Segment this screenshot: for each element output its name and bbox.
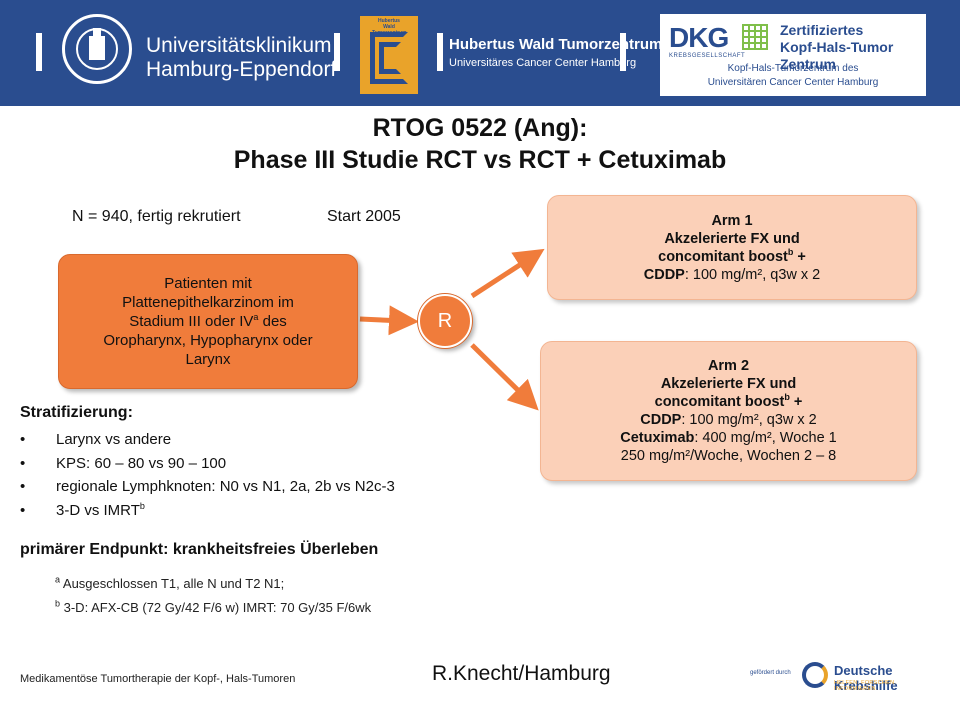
dkg-logo-sub: KREBSGESELLSCHAFT: [669, 53, 746, 59]
study-start: Start 2005: [327, 208, 401, 225]
stratification-footnote-b: b: [139, 500, 145, 511]
header-divider: [36, 33, 42, 71]
sponsor-tagline: HELFEN. FORSCHEN. INFORMIEREN.: [834, 680, 897, 692]
footnote-a: a Ausgeschlossen T1, alle N und T2 N1;: [55, 574, 285, 591]
arm2-line3: concomitant boostb +: [549, 393, 908, 411]
enrollment-count: N = 940, fertig rekrutiert: [72, 208, 241, 225]
dkg-cert-line1: Zertifiziertes: [780, 22, 864, 38]
arm1-line2: Akzelerierte FX und: [664, 230, 800, 247]
dkg-foot-line2: Universitären Cancer Center Hamburg: [707, 77, 879, 88]
list-item: regionale Lymphknoten: N0 vs N1, 2a, 2b …: [20, 475, 395, 499]
university-name-line1: Universitätsklinikum: [146, 34, 332, 57]
stratification-item-text: Larynx vs andere: [56, 431, 172, 448]
university-name: Universitätsklinikum Hamburg-Eppendorf: [146, 34, 336, 82]
tumorzentrum-subtitle: Universitäres Cancer Center Hamburg: [449, 57, 637, 69]
stratification-item-text: regionale Lymphknoten: N0 vs N1, 2a, 2b …: [56, 478, 395, 495]
tumorzentrum-name: Hubertus Wald Tumorzentrum Universitäres…: [449, 35, 662, 73]
footer-course-title: Medikamentöse Tumortherapie der Kopf-, H…: [20, 673, 296, 685]
header-divider: [620, 33, 626, 71]
arm2-footnote-b: b: [784, 392, 790, 403]
slide-title-line2: Phase III Studie RCT vs RCT + Cetuximab: [233, 146, 727, 174]
dkg-cert-line2: Kopf-Hals-Tumor Zentrum: [780, 39, 894, 72]
university-seal-icon: [62, 14, 132, 84]
patients-line3-tail: des: [258, 313, 287, 330]
dkg-cert-text: Zertifiziertes Kopf-Hals-Tumor Zentrum: [780, 22, 926, 73]
footnote-b-text: 3-D: AFX-CB (72 Gy/42 F/6 w) IMRT: 70 Gy…: [60, 600, 372, 615]
header-divider: [437, 33, 443, 71]
patients-line1: Patienten mit: [164, 275, 252, 292]
randomization-node: R: [418, 294, 472, 348]
patients-line5: Larynx: [185, 351, 231, 368]
sponsor-name: Deutsche Krebshilfe: [834, 663, 898, 693]
arm2-line5: Cetuximab: 400 mg/m², Woche 1: [549, 429, 908, 447]
tumorzentrum-logo-icon: Hubertus Wald Tumorzentrum: [360, 16, 418, 94]
dkg-grid-icon: [742, 24, 768, 50]
slide-title: RTOG 0522 (Ang): Phase III Studie RCT vs…: [0, 112, 960, 176]
dkg-logo-mark: DKG: [669, 22, 729, 53]
arrow-to-randomization: [359, 305, 419, 336]
footnote-a-mark: a: [55, 574, 61, 585]
patients-footnote-a: a: [253, 312, 259, 322]
list-item: KPS: 60 – 80 vs 90 – 100: [20, 452, 395, 476]
arm1-box: Arm 1 Akzelerierte FX und concomitant bo…: [547, 195, 917, 300]
arm2-title: Arm 2: [707, 358, 750, 374]
arm1-footnote-b: b: [787, 246, 794, 257]
patients-line2: Plattenepithelkarzinom im: [122, 294, 294, 311]
patients-line3: Stadium III oder IVa des: [67, 312, 349, 331]
primary-endpoint: primärer Endpunkt: krankheitsfreies Über…: [20, 541, 379, 558]
slide-title-line1: RTOG 0522 (Ang):: [372, 114, 588, 142]
arm2-line3-tail: +: [789, 394, 803, 410]
patients-line4: Oropharynx, Hypopharynx oder: [103, 332, 313, 349]
tumorzentrum-title: Hubertus Wald Tumorzentrum: [449, 36, 663, 53]
arm1-dose: : 100 mg/m², q3w x 2: [684, 266, 821, 283]
arm2-dose2: : 400 mg/m², Woche 1: [694, 430, 837, 446]
arm2-line6: 250 mg/m²/Woche, Wochen 2 – 8: [620, 448, 837, 464]
arm2-dose1: : 100 mg/m², q3w x 2: [681, 412, 817, 428]
footnote-b: b 3-D: AFX-CB (72 Gy/42 F/6 w) IMRT: 70 …: [55, 598, 372, 615]
arrow-to-arm1: [470, 248, 545, 299]
patients-box: Patienten mit Plattenepithelkarzinom im …: [58, 254, 358, 389]
arm2-line2: Akzelerierte FX und: [660, 376, 797, 392]
footnote-a-text: Ausgeschlossen T1, alle N und T2 N1;: [60, 576, 285, 591]
arm2-drug1: CDDP: [640, 412, 682, 428]
arm1-title: Arm 1: [711, 212, 753, 229]
arm1-drug: CDDP: [643, 266, 685, 283]
stratification-heading: Stratifizierung:: [20, 404, 133, 421]
dkg-certificate: DKG KREBSGESELLSCHAFT Zertifiziertes Kop…: [660, 14, 926, 96]
arm1-line3: concomitant boostb +: [556, 246, 908, 266]
arm1-line3-text: concomitant boost: [658, 248, 788, 265]
footer-author: R.Knecht/Hamburg: [432, 662, 611, 685]
arm1-line4: CDDP: 100 mg/m², q3w x 2: [556, 266, 908, 284]
university-name-line2: Hamburg-Eppendorf: [146, 58, 337, 81]
list-item: Larynx vs andere: [20, 428, 395, 452]
arrow-to-arm2: [470, 343, 539, 411]
list-item: 3-D vs IMRTb: [20, 499, 395, 523]
footnote-b-mark: b: [55, 598, 61, 609]
stratification-item-text: KPS: 60 – 80 vs 90 – 100: [56, 454, 227, 472]
arm2-line4: CDDP: 100 mg/m², q3w x 2: [549, 411, 908, 429]
patients-line3-text: Stadium III oder IV: [129, 313, 254, 330]
stratification-list: Larynx vs andere KPS: 60 – 80 vs 90 – 10…: [20, 428, 395, 522]
header-divider: [334, 33, 340, 71]
arm2-box: Arm 2 Akzelerierte FX und concomitant bo…: [540, 341, 917, 481]
deutsche-krebshilfe-logo: gefördert durch Deutsche Krebshilfe HELF…: [750, 660, 940, 693]
header-band: Universitätsklinikum Hamburg-Eppendorf H…: [0, 0, 960, 106]
sponsor-prefix: gefördert durch: [750, 670, 791, 676]
krebshilfe-emblem-icon: [802, 662, 828, 688]
arm1-line3-tail: +: [793, 248, 806, 265]
dkg-foot-text: Kopf-Hals-Tumorzentrum des Universitären…: [660, 62, 926, 90]
stratification-item-text: 3-D vs IMRT: [56, 501, 140, 519]
dkg-foot-line1: Kopf-Hals-Tumorzentrum des: [727, 63, 859, 74]
arm2-line3-text: concomitant boost: [654, 394, 785, 410]
arm2-drug2: Cetuximab: [620, 430, 695, 446]
